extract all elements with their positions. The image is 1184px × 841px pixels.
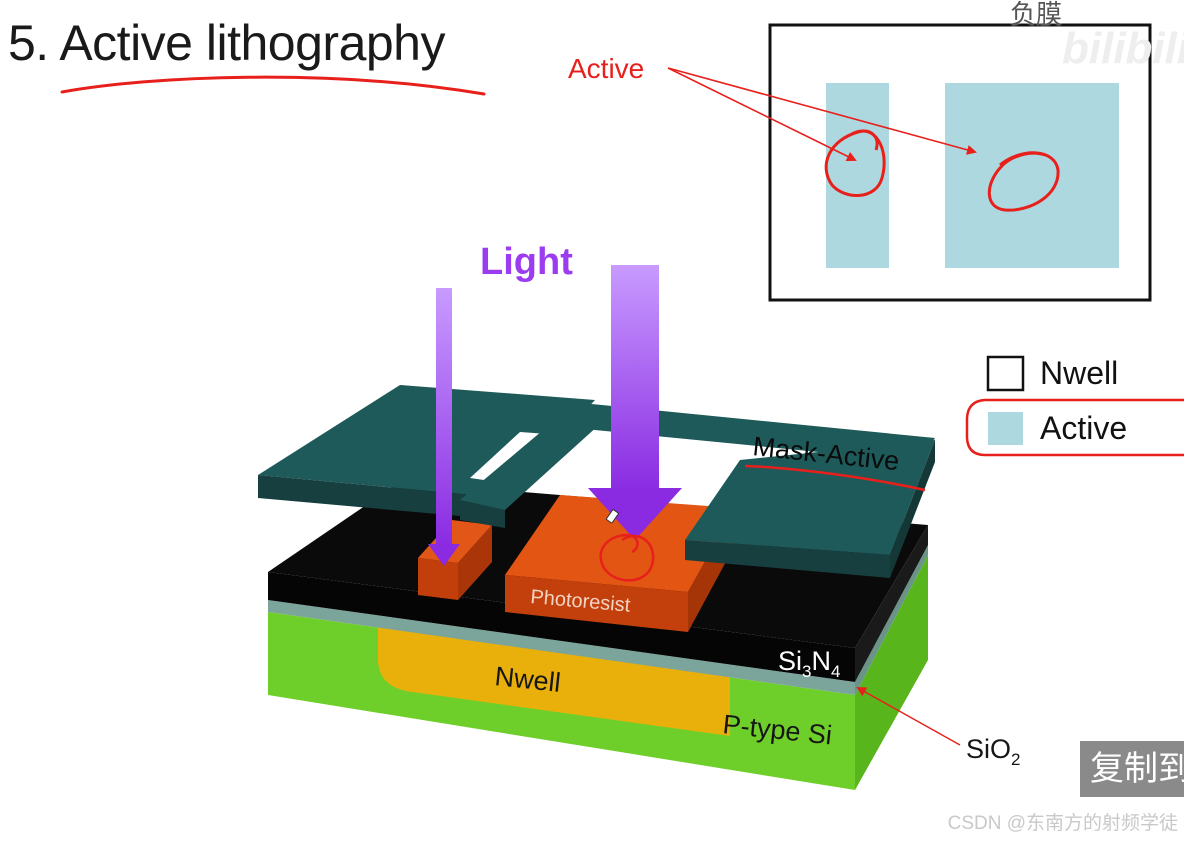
mask-panel-active-label: Active <box>568 53 644 84</box>
sio2-layer-side <box>855 545 928 695</box>
photoresist-narrow-side <box>458 525 492 600</box>
photoresist-narrow-front <box>418 558 458 600</box>
scribble-circle-1 <box>824 129 886 197</box>
mask-active-region-narrow <box>826 83 889 268</box>
photoresist-scribble-circle <box>599 533 655 582</box>
light-beam-wide <box>611 265 659 491</box>
substrate-side <box>855 555 928 790</box>
active-arrow-1 <box>667 67 857 161</box>
mask-active-region-wide <box>945 83 1119 268</box>
photoresist-big-front <box>505 575 688 632</box>
nwell-region <box>378 625 730 736</box>
photoresist-big-top <box>505 495 735 592</box>
pen-cursor-icon <box>605 509 619 524</box>
light-label: Light <box>480 241 573 283</box>
legend-nwell-swatch <box>986 355 1025 392</box>
legend-nwell-label: Nwell <box>1040 355 1118 391</box>
active-arrow-2 <box>667 67 977 155</box>
top-overlay-text: 负膜 <box>1010 0 1063 29</box>
nwell-label: Nwell <box>493 661 562 698</box>
legend-active-highlight <box>965 398 1184 457</box>
page-title: 5. Active lithography <box>8 15 446 71</box>
sio2-layer-front <box>268 600 855 695</box>
copy-to-button[interactable]: 复制到 <box>1080 741 1184 797</box>
legend-active-label: Active <box>1040 410 1127 446</box>
si3n4-side <box>855 525 928 682</box>
light-beam-wide-head <box>588 488 682 540</box>
mask-right-block-front <box>685 540 890 578</box>
mask-right-block-top <box>685 440 935 555</box>
scribble-circle-2 <box>987 151 1060 212</box>
legend-active-swatch <box>988 412 1023 445</box>
mask-right-block-side <box>890 440 935 578</box>
sio2-pointer <box>856 687 961 746</box>
sio2-label: SiO2 <box>966 734 1020 769</box>
mask-top-bar <box>400 385 935 462</box>
light-beam-narrow <box>436 288 452 546</box>
credit-watermark: CSDN @东南方的射频学徒 <box>947 813 1178 834</box>
mask-middle-finger <box>460 420 600 510</box>
legend <box>965 355 1184 457</box>
light-beam-narrow-head <box>428 544 460 566</box>
si3n4-label: Si3N4 <box>778 646 840 681</box>
mask-middle-finger-front <box>460 500 505 528</box>
bilibili-watermark: bilibili <box>1062 24 1184 73</box>
device-3d <box>258 265 961 790</box>
mask-label-underline-scribble <box>744 464 926 492</box>
mask-panel <box>667 23 1152 302</box>
title-underline-scribble <box>60 75 486 96</box>
si3n4-front <box>268 572 855 682</box>
